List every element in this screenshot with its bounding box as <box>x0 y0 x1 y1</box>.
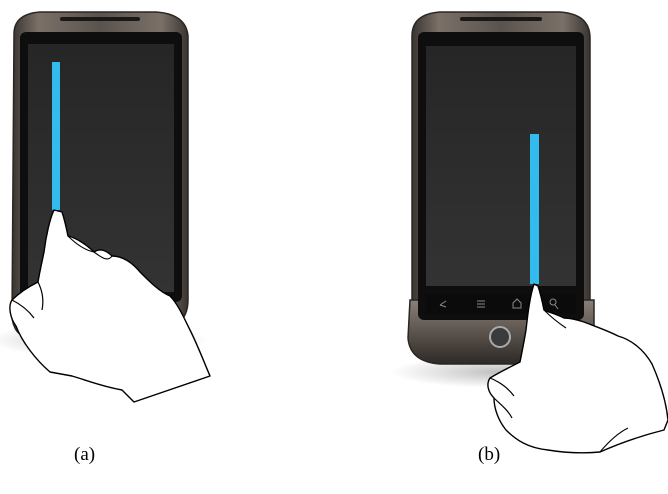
panel-a-indicator-bar <box>52 62 60 210</box>
panel-b-screen <box>426 46 576 286</box>
caption-a: (a) <box>74 443 95 467</box>
caption-b: (b) <box>478 443 500 467</box>
trackball <box>490 327 510 347</box>
panel-b-indicator-bar <box>530 134 539 284</box>
